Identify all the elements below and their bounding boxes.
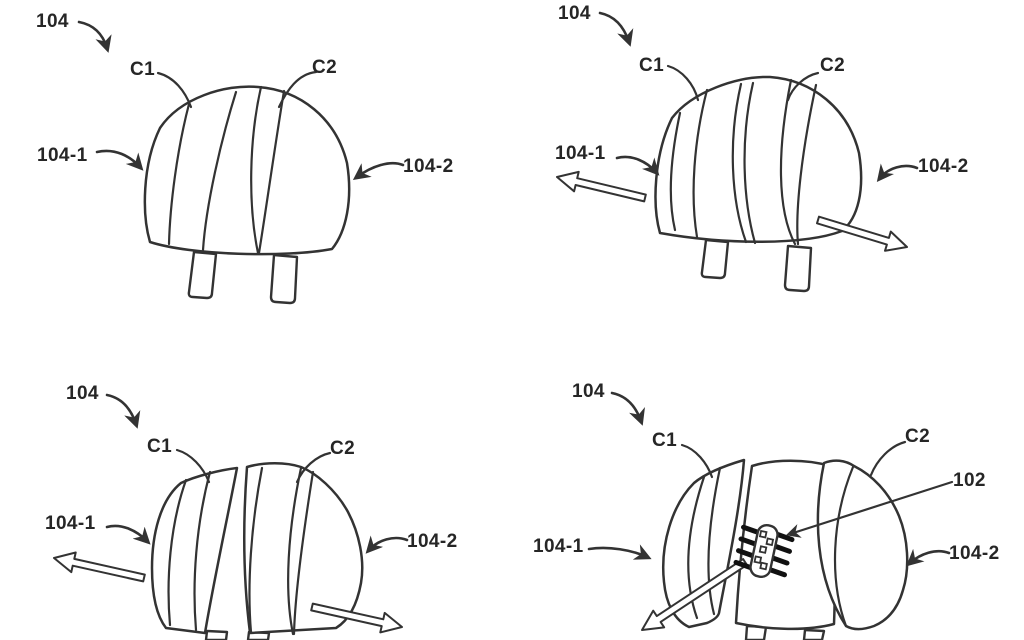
leader-c2 (295, 451, 332, 484)
headrest-body (150, 462, 364, 640)
headrest-outline (143, 85, 351, 256)
label-cover1: C1 (147, 436, 173, 457)
headrest-core (734, 459, 837, 631)
panel-headrest-separating: 104 C1 C2 104-1 104-2 (512, 0, 1024, 320)
panel-headrest-closed: 104 C1 C2 104-1 104-2 (0, 0, 512, 320)
label-cover2: C2 (820, 55, 846, 76)
headrest-body (662, 458, 909, 640)
cover1-pod (662, 458, 746, 629)
label-arrows (77, 20, 405, 180)
label-half2: 104-2 (949, 543, 1000, 564)
label-cover1: C1 (130, 59, 156, 80)
headrest-leg-right (269, 253, 299, 305)
headrest-leg-right (802, 628, 826, 640)
headrest-half-right (243, 462, 364, 635)
chip-pads (753, 529, 775, 571)
arrow-102 (785, 480, 954, 538)
leader-c1 (666, 64, 700, 102)
headrest-separated-drawing (53, 393, 409, 640)
chip-leads (733, 524, 795, 578)
arrow-104 (598, 11, 634, 47)
headrest-outline (654, 75, 863, 243)
separation-arrows (556, 170, 908, 252)
leader-c1 (680, 443, 714, 479)
separation-arrow-right (310, 602, 403, 634)
label-cover2: C2 (330, 438, 356, 459)
arrow-104-2 (365, 535, 409, 554)
label-arrows (598, 11, 919, 182)
chip-body (749, 523, 779, 579)
label-device: 102 (953, 470, 986, 491)
label-assembly: 104 (36, 11, 69, 32)
label-assembly: 104 (558, 3, 591, 24)
separation-arrow-left (556, 170, 647, 203)
label-cover1: C1 (652, 430, 678, 451)
label-half2: 104-2 (407, 531, 458, 552)
headrest-body (654, 75, 863, 293)
panel-headrest-open-device: 104 C1 C2 102 104-1 104-2 (512, 320, 1024, 640)
arrow-104 (77, 20, 112, 53)
headrest-leg-right (783, 244, 813, 293)
cover-seams (167, 85, 286, 255)
leader-c2 (277, 70, 318, 109)
leader-c1 (175, 448, 211, 484)
cover1-seams (687, 466, 722, 620)
headrest-leg-left (187, 250, 218, 300)
leader-c2 (786, 71, 820, 102)
arrow-104-1 (105, 524, 151, 545)
label-cover1: C1 (639, 55, 665, 76)
label-half1: 104-1 (37, 145, 88, 166)
label-cover2: C2 (312, 57, 338, 78)
arrow-104 (610, 391, 645, 426)
label-half2: 104-2 (403, 156, 454, 177)
headrest-open-device-drawing (587, 391, 954, 640)
label-assembly: 104 (572, 381, 605, 402)
separation-arrow-left (641, 558, 748, 631)
arrow-104 (105, 393, 141, 429)
cover-seams-right (248, 466, 315, 636)
separation-arrows (53, 551, 403, 634)
headrest-leg-left (700, 238, 730, 280)
label-half1: 104-1 (45, 513, 96, 534)
separation-arrow-right (816, 215, 908, 252)
leader-c1 (156, 71, 193, 109)
cover2-seam (833, 465, 855, 628)
headrest-leg-left (204, 629, 229, 640)
headrest-separating-drawing (556, 11, 919, 293)
headrest-closed-drawing (77, 20, 405, 305)
arrow-104-1 (587, 544, 652, 560)
device-chip (733, 523, 795, 579)
cover-seams-left (167, 470, 212, 632)
leader-c2 (869, 440, 907, 477)
arrow-104-2 (876, 163, 919, 182)
arrow-104-2 (352, 161, 405, 180)
separation-arrow-left (53, 551, 146, 583)
label-half2: 104-2 (918, 156, 969, 177)
panel-headrest-separated: 104 C1 C2 104-1 104-2 (0, 320, 512, 640)
label-cover2: C2 (905, 426, 931, 447)
arrow-104-1 (615, 155, 660, 176)
label-half1: 104-1 (533, 536, 584, 557)
headrest-body (143, 85, 351, 305)
label-arrows (105, 393, 409, 554)
label-half1: 104-1 (555, 143, 606, 164)
arrow-104-2 (906, 548, 951, 567)
label-arrows (587, 391, 954, 567)
label-assembly: 104 (66, 383, 99, 404)
cover-seams (669, 78, 818, 246)
arrow-104-1 (95, 149, 144, 171)
